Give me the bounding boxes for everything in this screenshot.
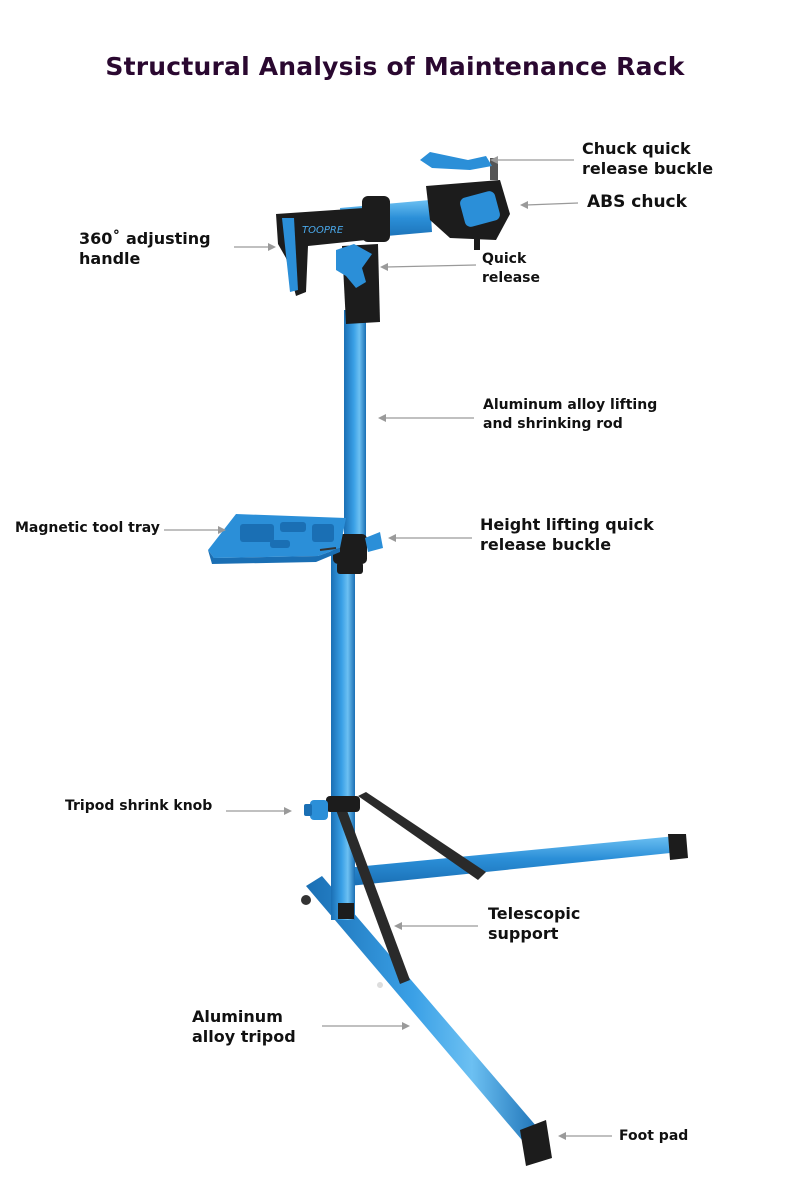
brand-text: TOOPRE — [302, 225, 344, 236]
label-foot-pad: Foot pad — [619, 1128, 689, 1144]
tripod-hub — [304, 796, 360, 820]
telescopic-support-shape — [336, 792, 486, 984]
foot-pad-shape — [520, 1120, 552, 1166]
tripod-right-leg — [345, 834, 688, 886]
label-quick-release: Quick release — [482, 250, 540, 288]
tool-tray-shape — [208, 514, 346, 564]
diagram-title: Structural Analysis of Maintenance Rack — [105, 52, 685, 81]
label-tripod: Aluminum alloy tripod — [192, 1007, 296, 1047]
chuck-shape — [420, 152, 510, 250]
label-tripod-line1: Aluminum — [192, 1007, 283, 1026]
label-quick-release-line1: Quick — [482, 251, 527, 267]
label-telescopic: Telescopic support — [488, 904, 580, 944]
label-lifting-rod-line2: and shrinking rod — [483, 416, 623, 432]
label-quick-release-line2: release — [482, 270, 540, 286]
label-height-buckle: Height lifting quick release buckle — [480, 515, 654, 555]
tripod-front-leg — [301, 876, 552, 1166]
label-abs-chuck: ABS chuck — [587, 192, 687, 212]
label-adjusting-handle: 360˚ adjusting handle — [79, 229, 211, 269]
height-clamp-shape — [333, 532, 383, 574]
label-telescopic-line1: Telescopic — [488, 904, 581, 923]
label-telescopic-line2: support — [488, 924, 559, 943]
head-assembly: TOOPRE — [276, 196, 432, 324]
leader-lines — [164, 156, 612, 1140]
label-chuck-quick-release-line2: release buckle — [582, 159, 714, 178]
label-tripod-knob: Tripod shrink knob — [65, 798, 213, 814]
label-adjusting-handle-line1: 360˚ adjusting — [79, 229, 211, 248]
label-chuck-quick-release-line1: Chuck quick — [582, 139, 691, 158]
lifting-rod — [331, 310, 366, 920]
label-chuck-quick-release: Chuck quick release buckle — [582, 139, 713, 179]
label-height-buckle-line1: Height lifting quick — [480, 515, 654, 534]
label-tool-tray: Magnetic tool tray — [15, 520, 160, 536]
label-lifting-rod: Aluminum alloy lifting and shrinking rod — [483, 396, 657, 434]
label-height-buckle-line2: release buckle — [480, 535, 612, 554]
label-adjusting-handle-line2: handle — [79, 249, 141, 268]
label-tripod-line2: alloy tripod — [192, 1027, 296, 1046]
label-lifting-rod-line1: Aluminum alloy lifting — [483, 397, 658, 413]
